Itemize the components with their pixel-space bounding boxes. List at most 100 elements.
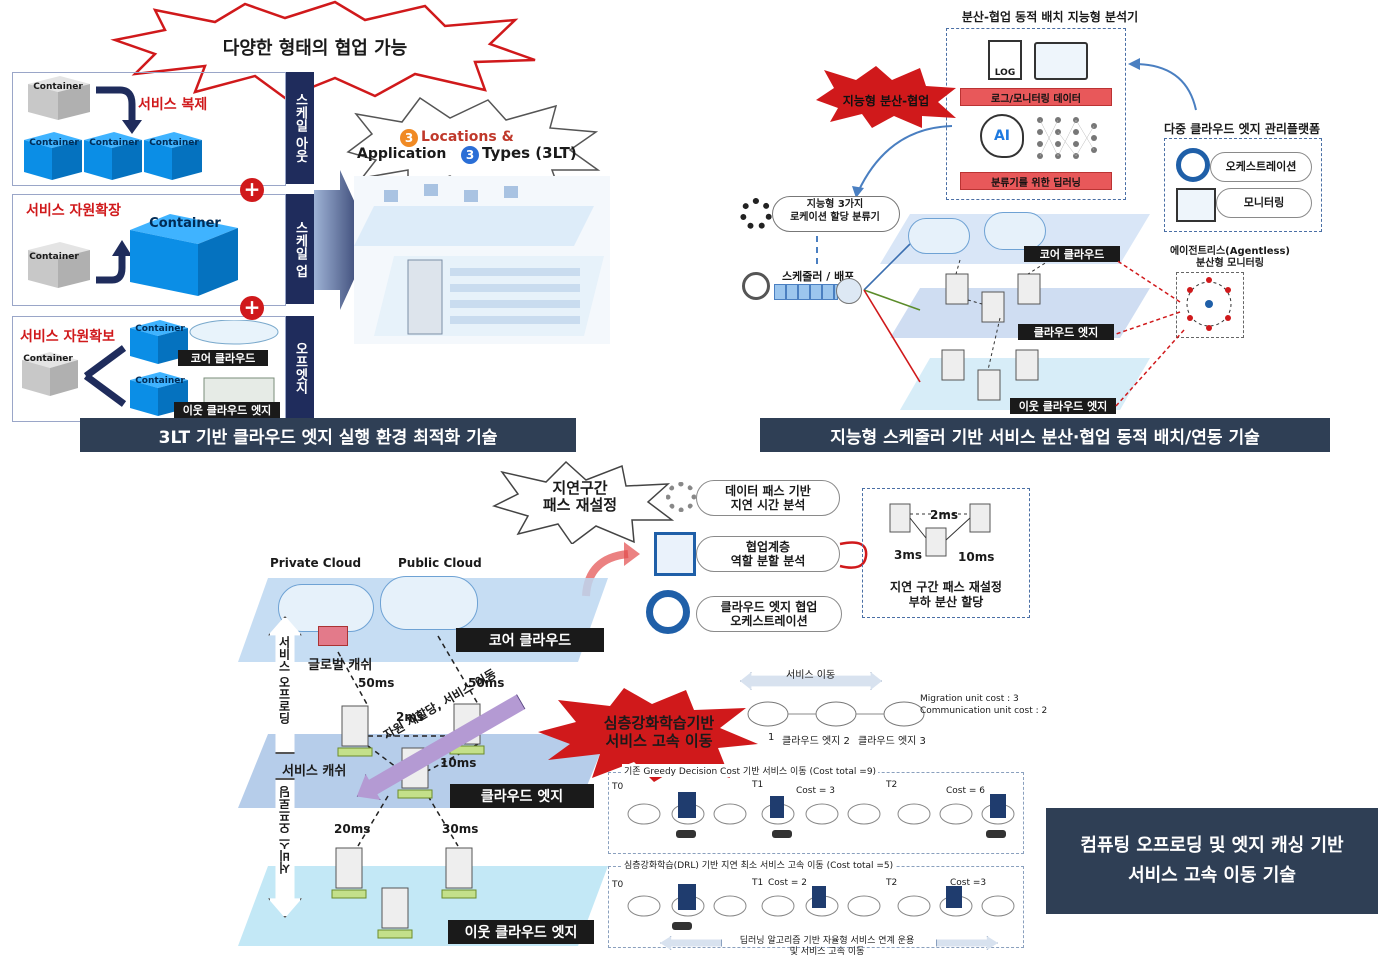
row-scaleout (12, 72, 286, 186)
orchestration-cycle-icon (646, 590, 690, 634)
tl-core-cloud-tag: 코어 클라우드 (178, 350, 268, 366)
types-text: Types (3LT) (482, 144, 577, 162)
door-icon (654, 532, 696, 576)
bottom-caption: 컴퓨팅 오프로딩 및 엣지 캐싱 기반 서비스 고속 이동 기술 (1046, 808, 1378, 914)
tr-analyzer-title: 분산-협업 동적 배치 지능형 분석기 (961, 10, 1139, 24)
container-label-3: Container (89, 138, 139, 148)
big-right-arrow (314, 170, 372, 310)
tr-orchestration-pill: 오케스트레이션 (1210, 152, 1312, 182)
tr-neighbor-edge-tag: 이웃 클라우드 엣지 (1010, 398, 1116, 414)
tr-mgmt-curve-arrow (1128, 58, 1197, 111)
drl-red-burst (538, 688, 758, 782)
ms-3-label: 3ms (894, 548, 922, 562)
pill-path-analysis: 데이터 패스 기반 지연 시간 분석 (696, 480, 840, 516)
pill-orchestration: 클라우드 엣지 협업 오케스트레이션 (696, 596, 842, 632)
container-label-2: Container (29, 138, 79, 148)
label-edge1: 1 (768, 732, 775, 743)
bottom-path-burst (491, 460, 674, 544)
monitoring-icon (1176, 188, 1216, 222)
orchestration-icon (1176, 148, 1210, 182)
pill-role-split: 협업계층 역할 분할 분석 (696, 536, 840, 572)
types-num-badge: 3 (461, 146, 479, 164)
label-edge2: 클라우드 엣지 2 (782, 736, 850, 747)
neural-net-icon (1037, 117, 1097, 159)
tr-mgmt-box (1164, 138, 1322, 232)
tl-caption: 3LT 기반 클라우드 엣지 실행 환경 최적화 기술 (80, 418, 576, 452)
service-move-text: 서비스 이동 (786, 670, 836, 681)
drl-cost3: Cost =3 (950, 878, 987, 888)
drl-burst-text: 심층강화학습기반 서비스 고속 이동 (603, 714, 715, 750)
tr-classifier-text: 지능형 3가지 로케이션 할당 분류기 (790, 199, 880, 223)
public-cloud-icon (984, 212, 1046, 250)
ai-head-icon-text: AI (993, 128, 1011, 144)
greedy-scenario (627, 792, 1015, 838)
cache-stack-icon (318, 626, 348, 646)
row-scaleup (12, 194, 286, 306)
tr-log-data-bar: 로그/모니터링 데이터 (960, 88, 1112, 106)
path-reassign-servers (889, 503, 991, 557)
drl-t1: T1 (752, 878, 764, 888)
band-scaleup: 스케일 업 (286, 194, 314, 304)
label-edge3: 클라우드 엣지 3 (858, 736, 926, 747)
tr-classifier-box (772, 196, 900, 232)
greedy-cost3: Cost = 3 (796, 786, 835, 796)
drl-t0: T0 (612, 880, 624, 890)
tr-panel: 분산-협업 동적 배치 지능형 분석기 LOG 로그/모니터링 데이터 AI 분… (730, 0, 1388, 460)
label-10ms: 10ms (440, 756, 477, 770)
tr-caption: 지능형 스케줄러 기반 서비스 분산·협업 동적 배치/연동 기술 (760, 418, 1330, 452)
drl-footer: 딥러닝 알고리즘 기반 자율형 서비스 연계 운용 및 서비스 고속 이동 (739, 936, 915, 957)
tr-burst-text: 지능형 분산-협업 (842, 94, 930, 108)
ai-head-icon: AI (980, 114, 1024, 158)
label-30ms: 30ms (442, 822, 479, 836)
public-cloud-icon (380, 576, 478, 630)
ms-10-label: 10ms (958, 550, 995, 564)
loc-text: Locations & (421, 129, 514, 145)
label-service-cache: 서비스 캐쉬 (282, 764, 347, 779)
drl-t2: T2 (886, 878, 898, 888)
red-cycle-arrow (839, 541, 868, 569)
agentless-monitor-box (1176, 272, 1244, 338)
greedy-t1: T1 (752, 780, 764, 790)
container-label-4: Container (149, 138, 199, 148)
tr-mgmt-title: 다중 클라우드 엣지 관리플랫폼 (1163, 122, 1321, 136)
monitor-chart-icon (1034, 42, 1088, 80)
log-icon-text: LOG (994, 68, 1016, 78)
tr-dash-down-arrow (816, 236, 818, 264)
offload-down-text: 서비스 오프로딩 (278, 786, 292, 875)
greedy-t2: T2 (886, 780, 898, 790)
container-cubes-row1 (24, 76, 202, 180)
tr-red-dashed-links (1115, 259, 1185, 407)
tl-burst-title: 다양한 형태의 협업 가능 (222, 38, 408, 59)
container-cubes-row2 (28, 214, 238, 296)
container-cubes-row3 (22, 320, 279, 416)
label-service-copy: 서비스 복제 (138, 97, 208, 113)
bottom-core-cloud-tag: 코어 클라우드 (456, 628, 604, 652)
greedy-t0: T0 (612, 782, 624, 792)
agentless-network-icon (1186, 277, 1232, 331)
label-20ms: 20ms (334, 822, 371, 836)
label-public-cloud: Public Cloud (398, 556, 482, 570)
bottom-cloud-edge-tag: 클라우드 엣지 (450, 784, 594, 808)
drl-scenario (627, 884, 1015, 930)
plus-icon: + (240, 178, 264, 202)
tr-arrow-curve (852, 125, 953, 198)
label-scale-secure: 서비스 자원확보 (20, 329, 116, 345)
app-text: Application (357, 146, 447, 162)
band-offedge: 오프엣지 (286, 316, 314, 420)
queue-bar (774, 284, 838, 300)
tr-agentless-text: 에이전트리스(Agentless) 분산형 모니터링 (1169, 246, 1291, 269)
offload-up-text: 서비스 오프로딩 (277, 636, 291, 725)
log-icon: LOG (988, 40, 1022, 80)
container-label-6: Container (23, 354, 73, 364)
container-label-5: Container (29, 252, 79, 262)
label-50ms-b: 50ms (468, 676, 505, 690)
container-label-8: Container (135, 376, 185, 386)
greedy-cost6: Cost = 6 (946, 786, 985, 796)
tl-neighbor-edge-tag: 이웃 클라우드 엣지 (174, 402, 280, 418)
drl-title: 심층강화학습(DRL) 기반 지연 최소 서비스 고속 이동 (Cost tot… (622, 858, 896, 871)
drl-cost2: Cost = 2 (768, 878, 807, 888)
label-mig-cost: Migration unit cost : 3 (920, 694, 1019, 704)
tl-burst-shape (110, 0, 536, 100)
container-label-1: Container (33, 82, 83, 92)
architecture-thumbnail (354, 176, 610, 344)
